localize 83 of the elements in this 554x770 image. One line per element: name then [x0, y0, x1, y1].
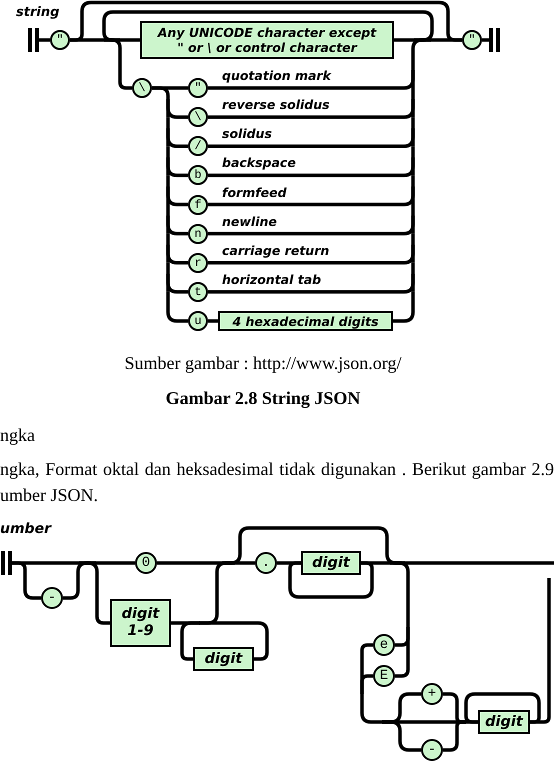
- railroad-track: [390, 561, 410, 645]
- railroad-track: [171, 621, 182, 625]
- railroad-track: [166, 117, 170, 146]
- railroad-track: [360, 643, 373, 676]
- railroad-track: [360, 676, 400, 724]
- railroad-track: [63, 561, 96, 600]
- railroad-track: [395, 627, 410, 647]
- escape-description: backspace: [222, 155, 296, 172]
- railroad-track: [78, 561, 97, 565]
- railroad-track: [539, 578, 551, 724]
- railroad-track: [166, 216, 188, 236]
- railroad-track: [360, 674, 373, 694]
- railroad-track: [411, 175, 415, 204]
- railroad-track: [408, 561, 554, 565]
- railroad-track: [97, 561, 135, 565]
- railroad-track: [432, 38, 448, 42]
- railroad-track: [79, 561, 110, 625]
- railroad-track: [217, 621, 269, 661]
- railroad-track: [166, 292, 188, 323]
- railroad-track: [166, 244, 188, 264]
- railroad-track: [411, 38, 431, 88]
- railroad-track: [448, 38, 462, 42]
- railroad-track: [400, 720, 457, 724]
- railroad-track: [199, 561, 235, 625]
- railroad-track: [166, 175, 170, 204]
- railroad-track: [411, 146, 415, 176]
- railroad-track: [411, 262, 415, 292]
- railroad-track: [104, 38, 132, 90]
- railroad-track: [217, 561, 240, 565]
- section-heading: ngka: [0, 424, 35, 447]
- railroad-track: [166, 262, 170, 292]
- escape-description: horizontal tab: [222, 272, 322, 288]
- railroad-track: [166, 128, 188, 148]
- railroad-track: [277, 561, 290, 565]
- railroad-track: [82, 38, 104, 42]
- railroad-track: [120, 38, 140, 42]
- railroad-track: [12, 561, 41, 600]
- railroad-track: [166, 204, 170, 234]
- railroad-track: [166, 186, 188, 206]
- start-bar: [28, 28, 39, 52]
- railroad-track: [464, 692, 541, 724]
- railroad-track: [413, 38, 432, 42]
- source-note: Sumber gambar : http://www.json.org/: [124, 352, 402, 375]
- railroad-track: [39, 38, 50, 42]
- railroad-track: [395, 645, 410, 678]
- railroad-track: [152, 86, 170, 118]
- railroad-track: [166, 157, 188, 178]
- railroad-track: [411, 234, 415, 263]
- railroad-track: [180, 621, 200, 661]
- railroad-track: [482, 38, 489, 42]
- railroad-track: [168, 86, 188, 90]
- escape-description: formfeed: [222, 184, 287, 200]
- railroad-track: [166, 99, 188, 119]
- railroad-track: [288, 561, 374, 599]
- railroad-track: [166, 146, 170, 176]
- railroad-track: [387, 561, 408, 565]
- railroad-track: [411, 117, 415, 146]
- railroad-track: [25, 561, 78, 565]
- railroad-track: [166, 274, 188, 294]
- diagram-heading: umber: [0, 521, 51, 538]
- start-bar: [1, 551, 12, 575]
- escape-description: reverse solidus: [222, 97, 330, 114]
- railroad-track: [157, 561, 217, 565]
- diagram-heading: string: [16, 5, 60, 21]
- railroad-track: [182, 621, 217, 625]
- railroad-track: [411, 204, 415, 234]
- railroad-track: [240, 561, 255, 565]
- escape-description: carriage return: [222, 242, 330, 259]
- body-paragraph: ngka, Format oktal dan heksadesimal tidak digunakan . Berikut gambar 2.9 umber JSON.: [0, 458, 554, 507]
- railroad-track: [394, 38, 413, 42]
- railroad-track: [382, 720, 421, 752]
- railroad-track: [411, 88, 415, 118]
- figure-caption: Gambar 2.8 String JSON: [166, 387, 360, 410]
- railroad-track: [166, 234, 170, 263]
- railroad-track: [102, 10, 434, 42]
- escape-description: quotation mark: [222, 68, 331, 84]
- railroad-track: [208, 319, 218, 323]
- end-bar: [489, 28, 500, 52]
- escape-description: newline: [222, 214, 277, 230]
- railroad-track: [443, 720, 466, 752]
- railroad-track: [372, 561, 387, 565]
- railroad-track: [393, 292, 415, 323]
- escape-description: solidus: [222, 126, 272, 142]
